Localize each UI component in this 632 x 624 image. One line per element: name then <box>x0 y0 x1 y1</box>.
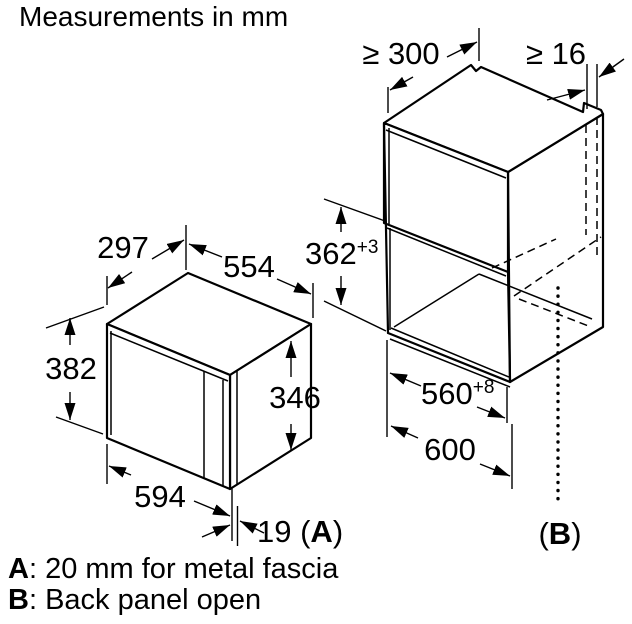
dimension-arrow <box>108 465 132 478</box>
niche-floor-front-edge <box>390 327 510 378</box>
cabinet-top-face <box>382 63 605 174</box>
niche-right-front-edge <box>506 270 512 383</box>
witness-line <box>323 300 387 332</box>
dimension-arrow <box>276 278 312 295</box>
dimension-label-594: 594 <box>134 479 186 514</box>
dimension-arrow <box>389 76 414 91</box>
legend: A: 20 mm for metal fascia B: Back panel … <box>8 553 339 616</box>
dimension-arrow <box>476 406 506 419</box>
witness-line <box>45 306 105 329</box>
page-title: Measurements in mm <box>19 1 288 32</box>
dimension-label-554: 554 <box>223 249 275 284</box>
dimension-560: 560+8 <box>386 340 508 437</box>
dimension-arrow <box>390 425 419 439</box>
dimension-346: 346 <box>269 341 321 450</box>
dimension-382: 382 <box>45 306 105 435</box>
dimension-arrow <box>239 520 265 534</box>
hidden-panel-bottom-edge <box>513 236 602 297</box>
dimension-label-362: 362+3 <box>305 236 378 271</box>
back-panel-label-b: (B) <box>538 516 581 551</box>
dimension-label-297: 297 <box>97 230 149 265</box>
dimension-label-382: 382 <box>45 351 97 386</box>
dimension-arrow <box>188 243 223 258</box>
dimension-arrow <box>107 271 133 289</box>
dimension-arrow <box>446 41 478 58</box>
microwave-front-door-face <box>105 322 232 491</box>
cabinet-bottom-front-edge <box>386 331 512 384</box>
dimension-297: 297 <box>97 225 187 305</box>
dimension-label-600: 600 <box>424 432 476 467</box>
legend-line-b: B: Back panel open <box>8 584 261 616</box>
witness-line <box>55 416 104 435</box>
dimension-label-min300: ≥ 300 <box>362 36 439 71</box>
niche-floor-left-edge <box>393 273 480 328</box>
niche-floor-back-edge <box>478 273 593 320</box>
cabinet-drawing <box>382 63 605 388</box>
dimension-arrow <box>389 372 422 387</box>
dimension-min-300: ≥ 300 <box>362 28 480 113</box>
dimension-arrow <box>546 89 586 101</box>
dimension-arrow <box>151 239 185 260</box>
dimension-19-a: 19 (A) <box>201 506 343 549</box>
hidden-back-opening-edge <box>491 238 557 269</box>
legend-line-a: A: 20 mm for metal fascia <box>8 553 339 585</box>
witness-line <box>323 198 386 222</box>
dimension-362: 362+3 <box>305 198 387 332</box>
dimension-arrow <box>479 463 511 477</box>
panel-top-inner-line <box>385 129 507 179</box>
dimension-min-16: ≥ 16 <box>526 36 625 109</box>
dimension-arrow <box>193 500 231 517</box>
microwave-drawing <box>105 271 313 491</box>
panel-bottom-inner-line <box>386 227 507 277</box>
dimension-arrow <box>201 524 231 538</box>
dimension-label-19a: 19 (A) <box>257 514 343 549</box>
dimension-label-min16: ≥ 16 <box>526 36 586 71</box>
cabinet-bottom-under-edge <box>389 338 511 388</box>
door-top-edge-line <box>109 332 229 382</box>
dimension-600: 600 <box>390 424 513 489</box>
dimension-arrow <box>598 58 625 78</box>
dimension-594: 594 <box>106 444 233 541</box>
back-panel-reference: (B) <box>538 286 582 551</box>
cabinet-left-front-edge <box>382 122 390 335</box>
dimension-554: 554 <box>188 243 314 318</box>
dimension-label-346: 346 <box>269 380 321 415</box>
dimension-label-560: 560+8 <box>421 376 494 411</box>
